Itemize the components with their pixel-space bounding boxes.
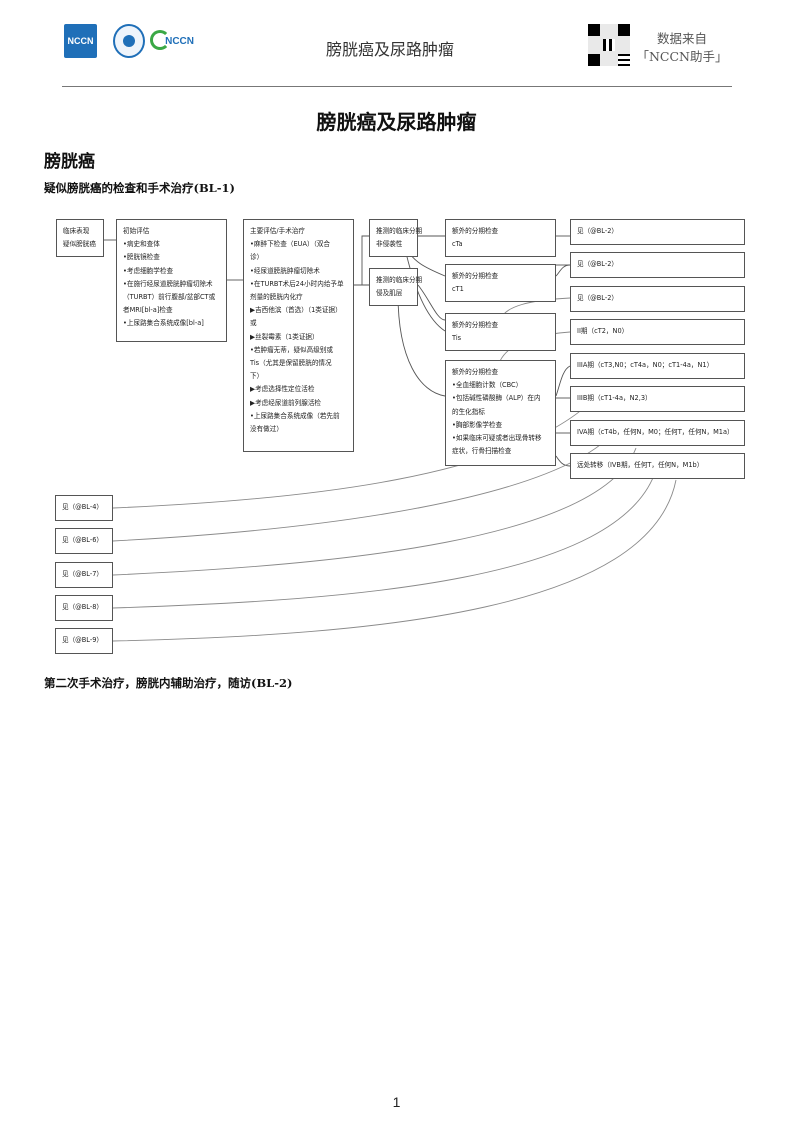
stage-iva-label: IVA期（cT4b，任何N，M0；任何T，任何N，M1a）: [577, 428, 734, 437]
source-line-2: 「NCCN助手」: [636, 49, 728, 64]
clinical-line: 疑似膀胱癌: [63, 240, 96, 249]
stage-ii-box: II期（cT2，N0）: [570, 319, 745, 345]
primary-evaluation-box: 主要评估/手术治疗 •麻醉下检查（EUA）（双合 诊） •经尿道膀胱肿瘤切除术 …: [243, 219, 354, 452]
initial-evaluation-box: 初始评估 •病史和查体 •膀胱镜检查 •考虑细胞学检查 •在施行经尿道膀胱肿瘤切…: [116, 219, 227, 342]
sub-heading-bl2: 第二次手术治疗，膀胱内辅助治疗，随访(BL-2): [44, 676, 293, 690]
primary-line: 主要评估/手术治疗: [250, 227, 305, 235]
stage-line: 推测的临床分期: [376, 276, 423, 284]
page-number: 1: [392, 1094, 401, 1110]
ref-bl2-label: 见（@BL-2）: [577, 227, 619, 236]
ref-bl6-box[interactable]: 见（@BL-6）: [55, 528, 113, 554]
initial-line: •病史和查体: [123, 240, 160, 249]
primary-line: •若肿瘤无蒂，疑似高级别或: [250, 345, 334, 354]
initial-line: •上尿路集合系统成像[bl-a]: [123, 319, 204, 328]
ref-bl8-label: 见（@BL-8）: [62, 603, 104, 612]
ref-bl2-label: 见（@BL-2）: [577, 294, 619, 303]
extra-line: Tis: [452, 334, 462, 343]
extra-line: 症状，行骨扫描检查: [452, 447, 512, 456]
stage-line: 推测的临床分期: [376, 227, 423, 235]
initial-line: •在施行经尿道膀胱肿瘤切除术: [123, 279, 213, 288]
ref-bl2-box[interactable]: 见（@BL-2）: [570, 252, 745, 278]
document-title: 膀胱癌及尿路肿瘤: [316, 110, 477, 134]
ref-bl2-label: 见（@BL-2）: [577, 260, 619, 269]
ref-bl9-label: 见（@BL-9）: [62, 636, 104, 645]
stage-line: 非侵袭性: [376, 240, 403, 249]
initial-line: •考虑细胞学检查: [123, 266, 174, 275]
initial-line: 初始评估: [123, 227, 150, 235]
extra-line: 额外的分期检查: [452, 227, 499, 235]
header-title: 膀胱癌及尿路肿瘤: [325, 40, 454, 59]
clinical-presentation-box: 临床表现 疑似膀胱癌: [56, 219, 104, 257]
initial-line: 者MRI[bl-a]检查: [123, 306, 173, 315]
primary-line: Tis（尤其是保留膀胱的情况: [250, 359, 332, 368]
stage-iiib-label: IIIB期（cT1-4a，N2,3）: [577, 394, 652, 403]
extra-line: •如果临床可疑或者出现骨转移: [452, 434, 542, 443]
primary-line: 剂量的膀胱内化疗: [250, 293, 303, 302]
primary-line: ▶吉西他滨（首选）（1类证据）: [250, 306, 342, 315]
ref-bl4-box[interactable]: 见（@BL-4）: [55, 495, 113, 521]
primary-line: •在TURBT术后24小时内给予单: [250, 279, 344, 288]
header-divider: [62, 86, 732, 87]
ref-bl2-box[interactable]: 见（@BL-2）: [570, 286, 745, 312]
primary-line: ▶考虑经尿道前列腺活检: [250, 398, 322, 407]
primary-line: •上尿路集合系统成像（若先前: [250, 411, 340, 420]
ref-bl8-box[interactable]: 见（@BL-8）: [55, 595, 113, 621]
seal-logo-icon: [113, 24, 145, 58]
ref-bl7-label: 见（@BL-7）: [62, 570, 104, 579]
primary-line: 没有做过）: [250, 425, 283, 434]
nccn-logo: NCCN: [64, 24, 97, 58]
distant-metastasis-box: 远处转移（IVB期，任何T，任何N，M1b）: [570, 453, 745, 479]
nccn-green-logo-text: NCCN: [165, 35, 194, 47]
extra-staging-cta-box: 额外的分期检查 cTa: [445, 219, 556, 257]
extra-staging-tis-box: 额外的分期检查 Tis: [445, 313, 556, 351]
extra-line: cTa: [452, 240, 463, 249]
source-line-1: 数据来自: [656, 31, 707, 46]
qr-code-icon: [588, 24, 630, 66]
primary-line: •麻醉下检查（EUA）（双合: [250, 240, 331, 249]
section-title: 膀胱癌: [44, 152, 95, 172]
stage-invasive-box: 推测的临床分期 侵及肌层: [369, 268, 423, 306]
extra-line: 的生化指标: [452, 407, 485, 416]
primary-line: 诊）: [250, 253, 264, 262]
extra-line: •包括碱性磷酸酶（ALP）在内: [452, 394, 541, 403]
ref-bl6-label: 见（@BL-6）: [62, 536, 104, 545]
stage-iiib-box: IIIB期（cT1-4a，N2,3）: [570, 386, 745, 412]
clinical-line: 临床表现: [63, 227, 90, 235]
extra-line: 额外的分期检查: [452, 272, 499, 280]
nccn-logo-text: NCCN: [67, 36, 94, 46]
primary-line: ▶丝裂霉素（1类证据）: [250, 332, 319, 341]
ref-bl2-box[interactable]: 见（@BL-2）: [570, 219, 745, 245]
primary-line: 或: [250, 319, 257, 328]
extra-line: 额外的分期检查: [452, 321, 499, 329]
extra-line: •全血细胞计数（CBC）: [452, 381, 523, 390]
ref-bl9-box[interactable]: 见（@BL-9）: [55, 628, 113, 654]
extra-line: •胸部影像学检查: [452, 420, 503, 429]
initial-line: •膀胱镜检查: [123, 253, 160, 262]
stage-iva-box: IVA期（cT4b，任何N，M0；任何T，任何N，M1a）: [570, 420, 745, 446]
extra-staging-workup-box: 额外的分期检查 •全血细胞计数（CBC） •包括碱性磷酸酶（ALP）在内 的生化…: [445, 360, 556, 466]
primary-line: ▶考虑选择性定位活检: [250, 385, 315, 394]
extra-staging-ct1-box: 额外的分期检查 cT1: [445, 264, 556, 302]
extra-line: cT1: [452, 285, 464, 294]
stage-non-invasive-box: 推测的临床分期 非侵袭性: [369, 219, 423, 257]
sub-heading-bl1: 疑似膀胱癌的检查和手术治疗(BL-1): [44, 181, 235, 195]
stage-iiia-box: IIIA期（cT3,N0；cT4a，N0；cT1-4a，N1）: [570, 353, 745, 379]
stage-ii-label: II期（cT2，N0）: [577, 327, 629, 336]
stage-iiia-label: IIIA期（cT3,N0；cT4a，N0；cT1-4a，N1）: [577, 361, 714, 370]
initial-line: （TURBT）前行腹部/盆部CT或: [123, 293, 216, 302]
stage-line: 侵及肌层: [376, 289, 403, 298]
extra-line: 额外的分期检查: [452, 368, 499, 376]
primary-line: •经尿道膀胱肿瘤切除术: [250, 266, 320, 275]
ref-bl4-label: 见（@BL-4）: [62, 503, 104, 512]
nccn-green-logo: NCCN: [150, 28, 194, 54]
ref-bl7-box[interactable]: 见（@BL-7）: [55, 562, 113, 588]
primary-line: 下）: [250, 372, 264, 381]
distant-metastasis-label: 远处转移（IVB期，任何T，任何N，M1b）: [577, 461, 704, 470]
